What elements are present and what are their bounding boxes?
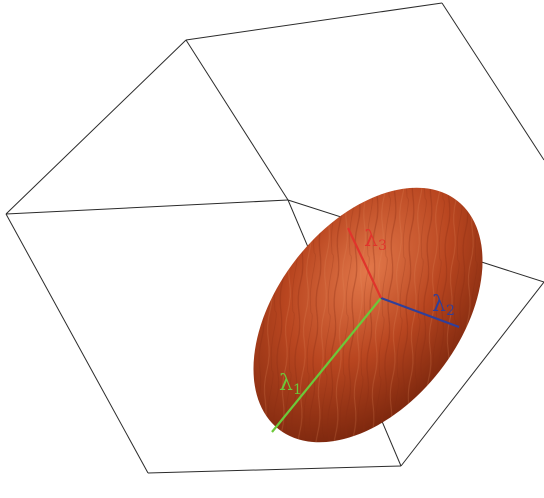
bounding-cube-front-edges [5, 2, 544, 474]
cube-edge [147, 465, 402, 474]
lambda2-subscript: 2 [446, 303, 455, 319]
cube-edge [5, 199, 289, 215]
lambda2-axis [380, 296, 460, 329]
eigen-axes [271, 227, 460, 433]
lambda1-axis [271, 297, 382, 433]
lambda1-subscript: 1 [293, 382, 302, 398]
lambda2-label: λ2 [432, 292, 455, 319]
cube-edge [441, 2, 544, 161]
lambda2-symbol: λ [432, 292, 446, 317]
cube-edge [5, 213, 149, 474]
lambda1-symbol: λ [279, 371, 293, 396]
cube-edge [185, 39, 289, 201]
lambda3-label: λ3 [364, 227, 387, 254]
lambda3-axis [347, 227, 382, 299]
lambda1-label: λ1 [279, 371, 302, 398]
lambda3-symbol: λ [364, 227, 378, 252]
cube-edge [185, 2, 443, 41]
cube-edge [5, 39, 187, 215]
cube-edge [400, 281, 544, 467]
lambda3-subscript: 3 [378, 238, 387, 254]
